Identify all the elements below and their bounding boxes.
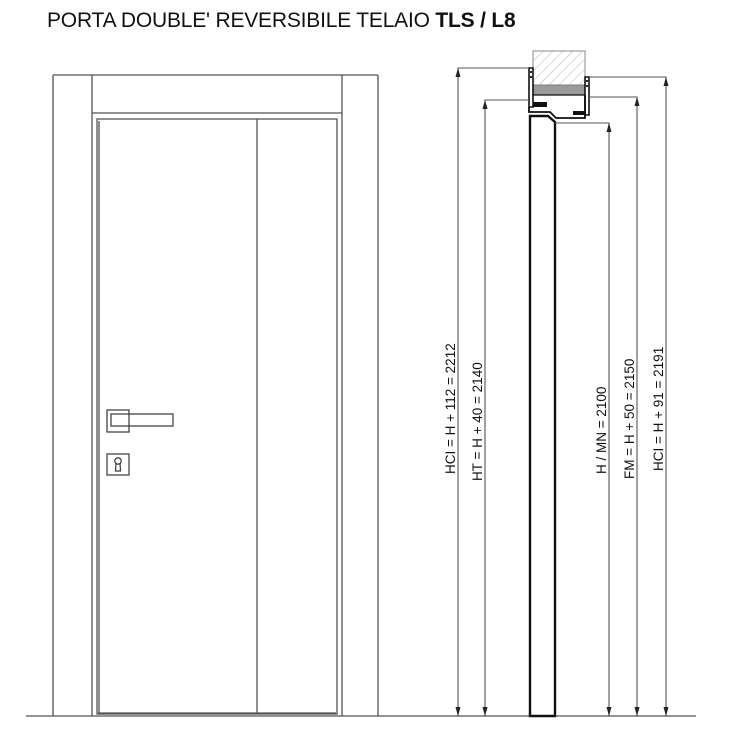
dim-label-h-mn: H / MN = 2100 xyxy=(594,387,609,474)
drawing-title: PORTA DOUBLE' REVERSIBILE TELAIO TLS / L… xyxy=(47,9,516,33)
frame-section xyxy=(528,50,590,718)
dim-label-hci-left: HCI = H + 112 = 2212 xyxy=(443,343,458,474)
keyhole-icon xyxy=(106,453,130,476)
dimension-lines xyxy=(455,67,669,716)
dim-label-ht: HT = H + 40 = 2140 xyxy=(470,362,485,481)
door-elevation xyxy=(52,74,379,716)
dim-label-hci-right: HCI = H + 91 = 2191 xyxy=(651,347,666,471)
dim-label-fm: FM = H + 50 = 2150 xyxy=(622,359,637,479)
title-bold: TLS / L8 xyxy=(435,9,516,32)
title-prefix: PORTA DOUBLE' REVERSIBILE TELAIO xyxy=(47,9,436,32)
lever-handle-icon xyxy=(106,409,174,433)
